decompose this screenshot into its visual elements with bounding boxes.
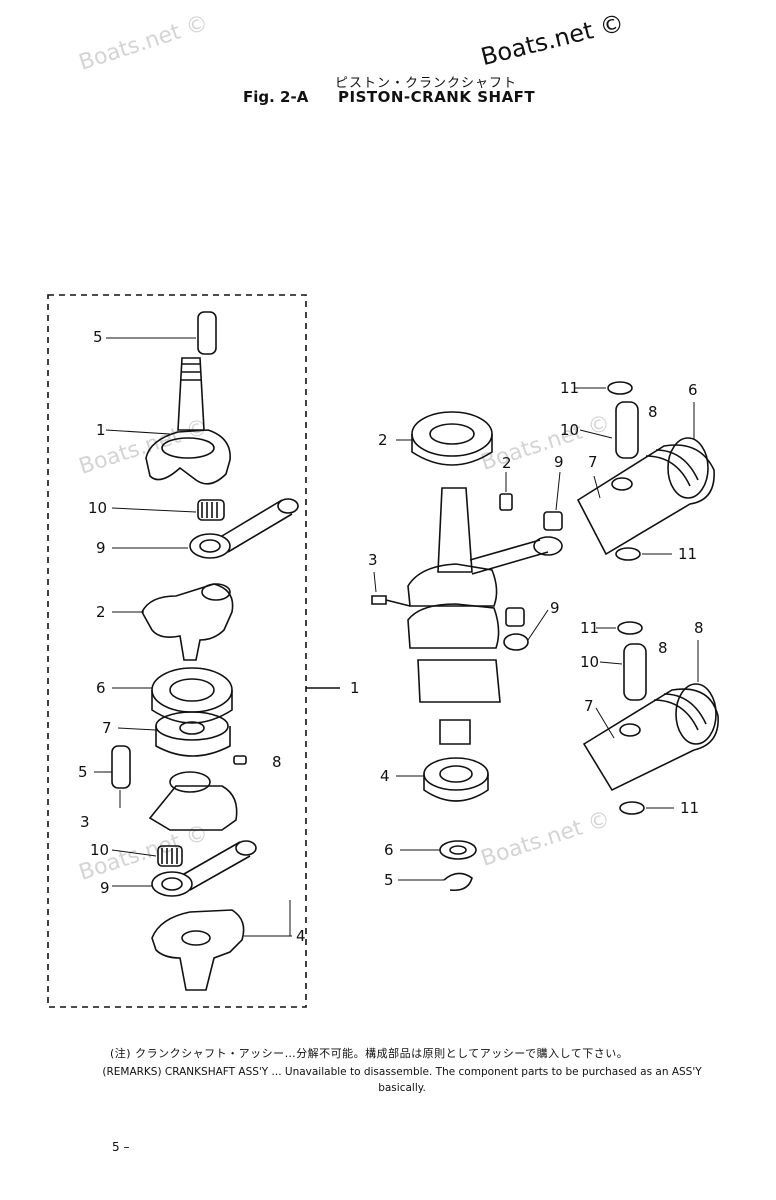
callout-left-5-middle: 5 [78, 763, 88, 781]
center-crankshaft [407, 487, 563, 745]
callout-left-1: 1 [96, 421, 106, 439]
callout-right-8-a: 8 [648, 403, 658, 421]
figure-number: Fig. 2-A [243, 88, 309, 106]
callout-left-6: 6 [96, 679, 106, 697]
left-con-rod-bottom [151, 840, 257, 897]
center-small-ring [503, 633, 529, 651]
left-dowel [233, 755, 247, 765]
callout-center-5: 5 [384, 871, 394, 889]
center-nut-lower [505, 607, 525, 627]
callout-left-7: 7 [102, 719, 112, 737]
callout-right-7-a: 7 [588, 453, 598, 471]
callout-right-9-b: 9 [550, 599, 560, 617]
callout-center-2-key: 2 [502, 454, 512, 472]
callout-right-8-c: 8 [658, 639, 668, 657]
center-bolt [371, 595, 411, 607]
callout-left-8: 8 [272, 753, 282, 771]
center-bottom-bearing [423, 757, 489, 802]
right-upper-clip-top [607, 381, 633, 395]
callout-center-3: 3 [368, 551, 378, 569]
left-pin-top [197, 311, 217, 355]
left-ball-bearing [151, 667, 233, 724]
figure-title: PISTON-CRANK SHAFT [338, 88, 536, 106]
left-con-rod-top [189, 498, 299, 559]
callout-left-3: 3 [80, 813, 90, 831]
right-lower-clip-top [617, 621, 643, 635]
callout-right-11-c: 11 [580, 619, 600, 637]
japanese-title: ピストン・クランクシャフト [335, 76, 518, 91]
callout-right-11-d: 11 [680, 799, 700, 817]
leader-lines [94, 337, 699, 937]
remarks-japanese: (注) クランクシャフト・アッシー…分解不可能。構成部品は原則としてアッシーで購… [110, 1047, 629, 1060]
page-number: 5 – [112, 1140, 130, 1154]
right-lower-pin [623, 643, 647, 701]
callout-right-9-a: 9 [554, 453, 564, 471]
callout-right-10-b: 10 [580, 653, 600, 671]
left-pin-middle [111, 745, 131, 789]
center-top-bearing [411, 411, 493, 466]
left-crank-web-lower [148, 771, 238, 831]
callout-center-2-bearing: 2 [378, 431, 388, 449]
callout-right-7-b: 7 [584, 697, 594, 715]
assembly-boundary [47, 294, 307, 1008]
callout-right-11-a: 11 [560, 379, 580, 397]
callout-left-5-top: 5 [93, 328, 103, 346]
callout-center-4: 4 [380, 767, 390, 785]
callout-right-11-b: 11 [678, 545, 698, 563]
callout-left-4: 4 [296, 927, 306, 945]
center-washer [439, 840, 477, 860]
callout-left-10-top: 10 [88, 499, 108, 517]
callout-left-2: 2 [96, 603, 106, 621]
callout-right-6: 6 [688, 381, 698, 399]
callout-assembly-1: 1 [350, 679, 360, 697]
left-crank-web [141, 583, 234, 661]
remarks-english: (REMARKS) CRANKSHAFT ASS'Y ... Unavailab… [102, 1066, 702, 1094]
left-upper-shaft [145, 357, 231, 485]
callout-center-6: 6 [384, 841, 394, 859]
callout-right-8-b: 8 [694, 619, 704, 637]
center-key [499, 493, 513, 511]
left-needle-bearing-top [197, 499, 225, 521]
left-needle-bearing-bottom [157, 845, 183, 867]
right-upper-pin [615, 401, 639, 459]
left-lower-shaft [151, 909, 245, 991]
right-lower-piston [582, 683, 719, 792]
center-nut-top [543, 511, 563, 531]
callout-right-10-a: 10 [560, 421, 580, 439]
callout-left-10-bottom: 10 [90, 841, 110, 859]
left-seal [155, 711, 231, 757]
right-lower-clip-bottom [619, 801, 645, 815]
right-upper-piston [576, 437, 715, 556]
callout-left-9-top: 9 [96, 539, 106, 557]
right-upper-clip-bottom [615, 547, 641, 561]
callout-left-9-bottom: 9 [100, 879, 110, 897]
center-circlip [443, 872, 473, 892]
